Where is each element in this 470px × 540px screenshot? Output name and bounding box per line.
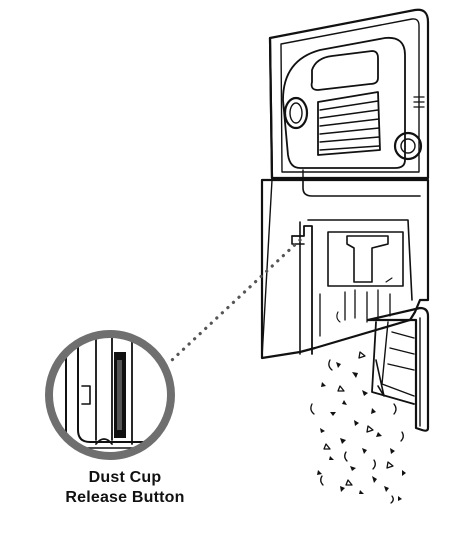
debris-outlines bbox=[310, 277, 404, 504]
vacuum-upper-housing bbox=[268, 8, 430, 180]
callout-label-line1: Dust Cup bbox=[88, 469, 162, 486]
vent-slats bbox=[319, 100, 380, 151]
callout-label-line2: Release Button bbox=[65, 489, 185, 506]
falling-debris bbox=[317, 362, 406, 501]
dust-cup-door bbox=[366, 306, 430, 432]
dust-cup-body bbox=[260, 178, 430, 360]
callout-leader-line bbox=[170, 238, 302, 362]
magnifier-ring bbox=[45, 330, 175, 460]
release-button-detail bbox=[45, 330, 175, 460]
